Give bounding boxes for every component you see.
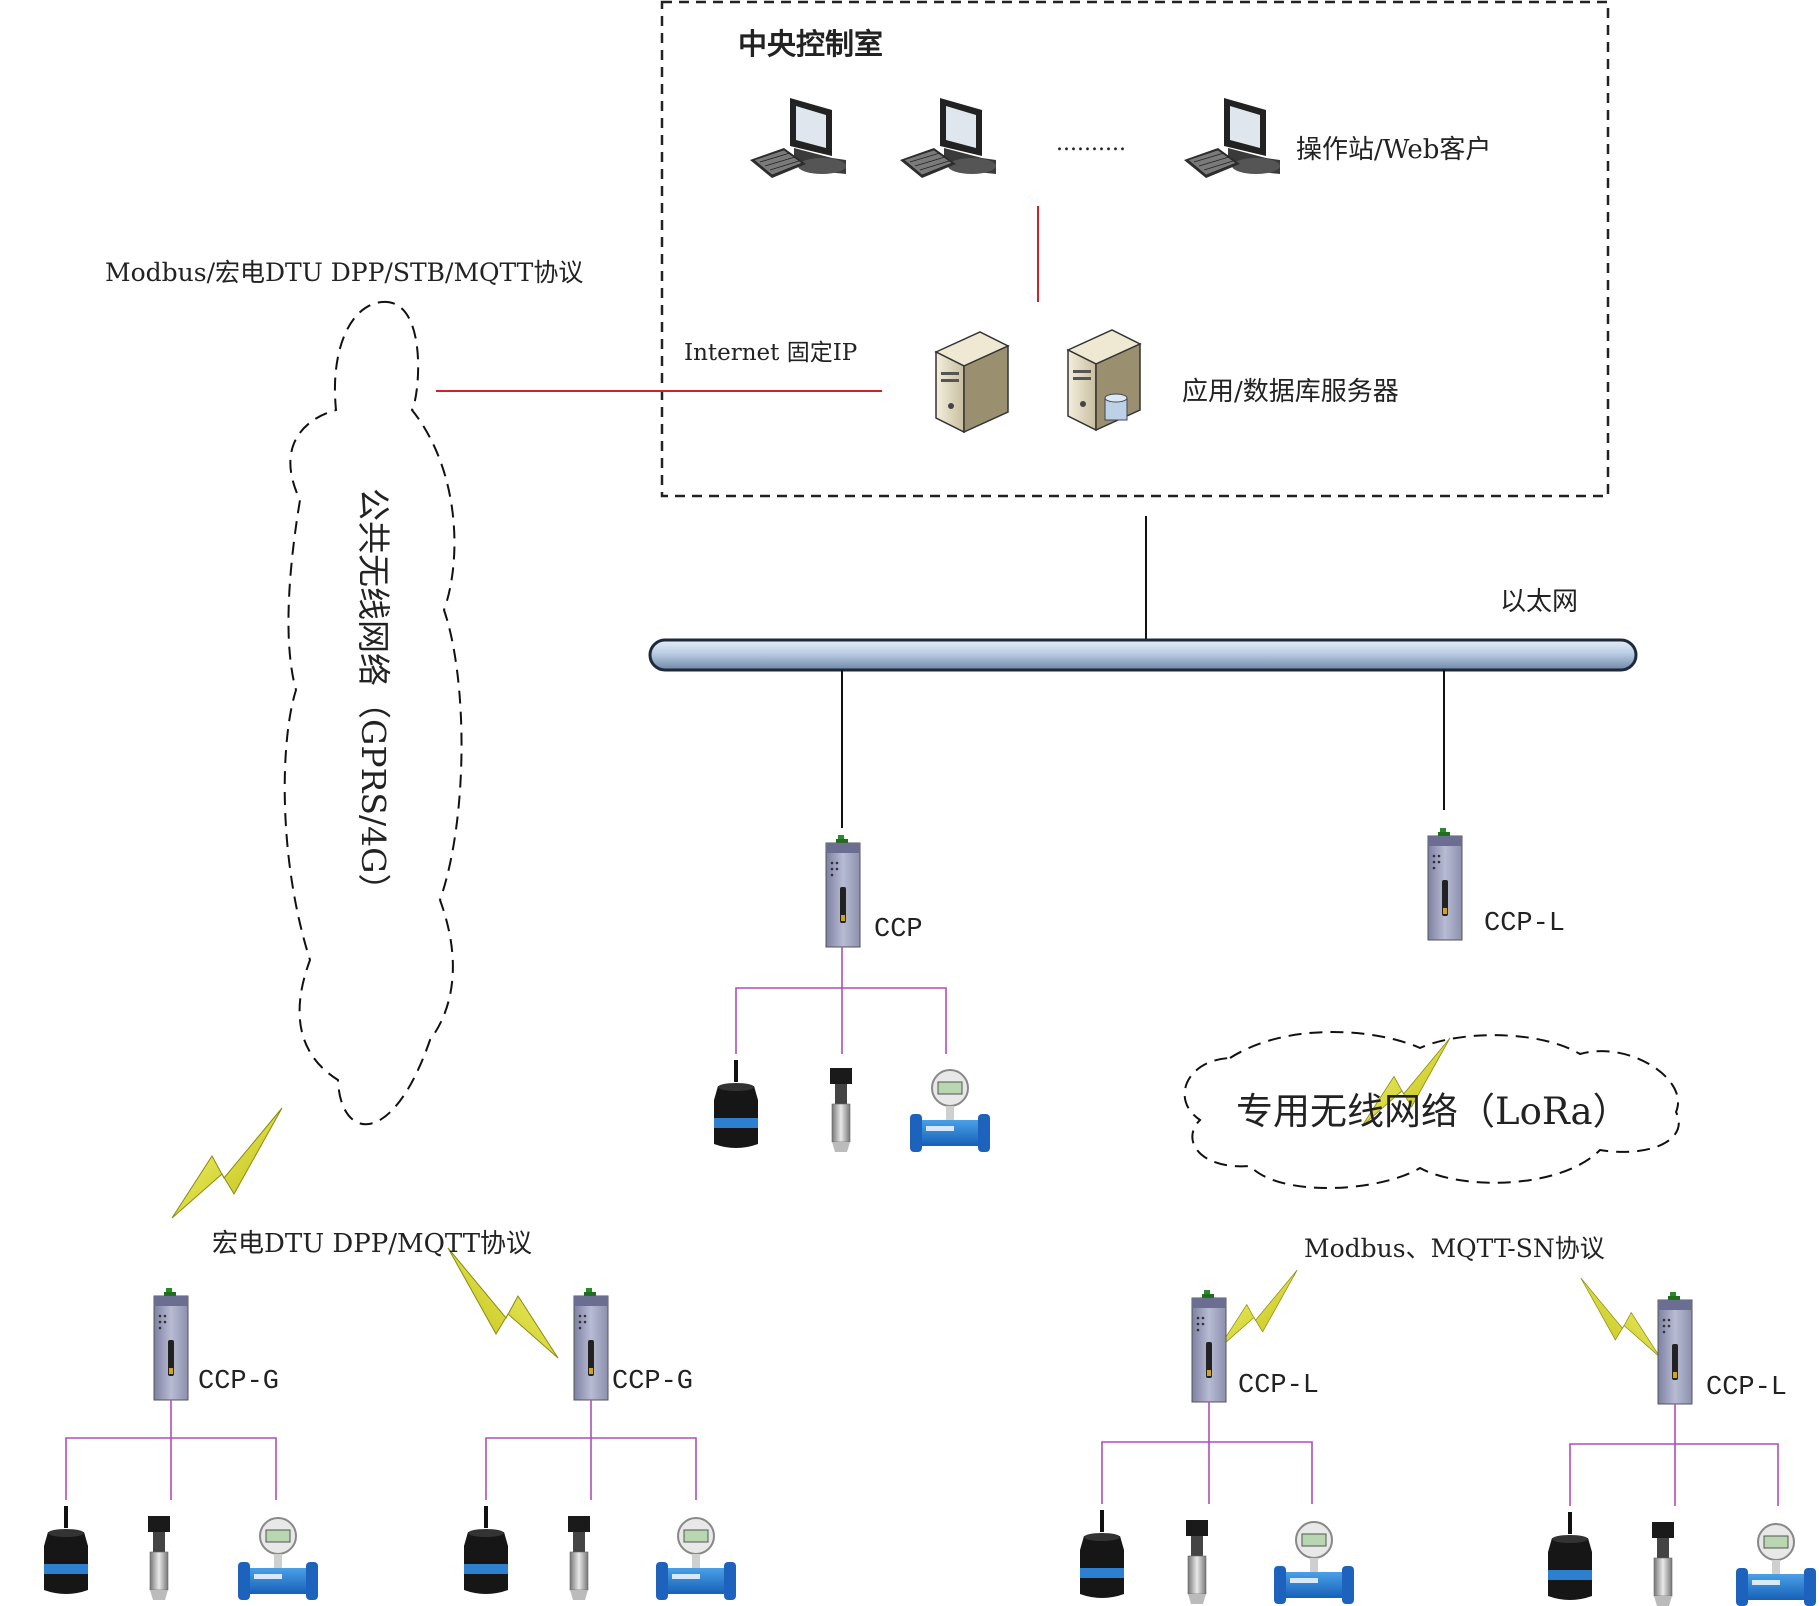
ccp-l-field-bus (1101, 1402, 1313, 1504)
pressure-transmitter-icon (147, 1515, 171, 1601)
level-meter-icon (714, 1060, 758, 1148)
ccp-l-field-bus (1569, 1404, 1779, 1506)
control-room-boundary (660, 0, 1610, 498)
ccp-g-field-bus (65, 1400, 277, 1500)
ethernet-backbone (648, 638, 1638, 672)
wireless-link-bolt-icon (1217, 1269, 1298, 1350)
ccp-l-label: CCP-L (1484, 909, 1565, 939)
control-room-title: 中央控制室 (738, 27, 883, 61)
public-network-protocol-bottom: 宏电DTU DPP/MQTT协议 (212, 1229, 532, 1259)
pressure-transmitter-icon (1185, 1519, 1209, 1605)
operator-station-label: 操作站/Web客户 (1296, 135, 1491, 165)
lora-network-name: 专用无线网络（LoRa） (1236, 1090, 1630, 1133)
pressure-transmitter-icon (1651, 1521, 1675, 1606)
wireless-link-bolt-icon (447, 1247, 559, 1359)
level-meter-icon (464, 1506, 508, 1594)
ccp-l-gateway-icon (1427, 827, 1463, 941)
ethernet-label: 以太网 (1500, 587, 1578, 617)
ccp-field-bus (735, 947, 947, 1054)
flowmeter-icon (909, 1069, 991, 1153)
wireless-link-bolt-icon (1580, 1277, 1661, 1358)
flowmeter-icon (237, 1517, 319, 1601)
ccp-g-field-bus (485, 1400, 697, 1500)
lora-protocol-label: Modbus、MQTT-SN协议 (1304, 1234, 1605, 1263)
ccp-g-label: CCP-G (198, 1367, 279, 1397)
operator-computer-icon (749, 97, 847, 179)
public-network-protocol-top: Modbus/宏电DTU DPP/STB/MQTT协议 (105, 258, 583, 287)
ccp-g-label: CCP-G (612, 1367, 693, 1397)
level-meter-icon (44, 1506, 88, 1594)
ccp-gateway-icon (825, 834, 861, 948)
ccp-l-label: CCP-L (1238, 1371, 1319, 1401)
ccp-g-gateway-icon (573, 1287, 609, 1401)
ccp-g-gateway-icon (153, 1287, 189, 1401)
database-icon (1104, 393, 1128, 421)
internet-fixed-ip-label: Internet 固定IP (684, 340, 857, 366)
operator-computer-icon (1183, 97, 1281, 179)
app-db-server-label: 应用/数据库服务器 (1182, 377, 1399, 407)
lora-wireless-network-cloud (1183, 1031, 1680, 1189)
flowmeter-icon (655, 1517, 737, 1601)
database-server-icon (1067, 329, 1141, 431)
pressure-transmitter-icon (829, 1067, 853, 1153)
pressure-transmitter-icon (567, 1515, 591, 1601)
server-icon (935, 331, 1009, 433)
wireless-link-bolt-icon (171, 1107, 283, 1219)
level-meter-icon (1080, 1510, 1124, 1598)
operator-computer-icon (899, 97, 997, 179)
flowmeter-icon (1273, 1521, 1355, 1605)
public-network-name: 公共无线网络（GPRS/4G） (354, 488, 393, 907)
ccp-label: CCP (874, 915, 923, 945)
ccp-l-gateway-icon (1657, 1291, 1693, 1405)
more-computers-ellipsis: .......... (1056, 131, 1126, 156)
ccp-l-label: CCP-L (1706, 1373, 1787, 1403)
ccp-l-gateway-icon (1191, 1289, 1227, 1403)
flowmeter-icon (1735, 1523, 1817, 1606)
level-meter-icon (1548, 1512, 1592, 1600)
